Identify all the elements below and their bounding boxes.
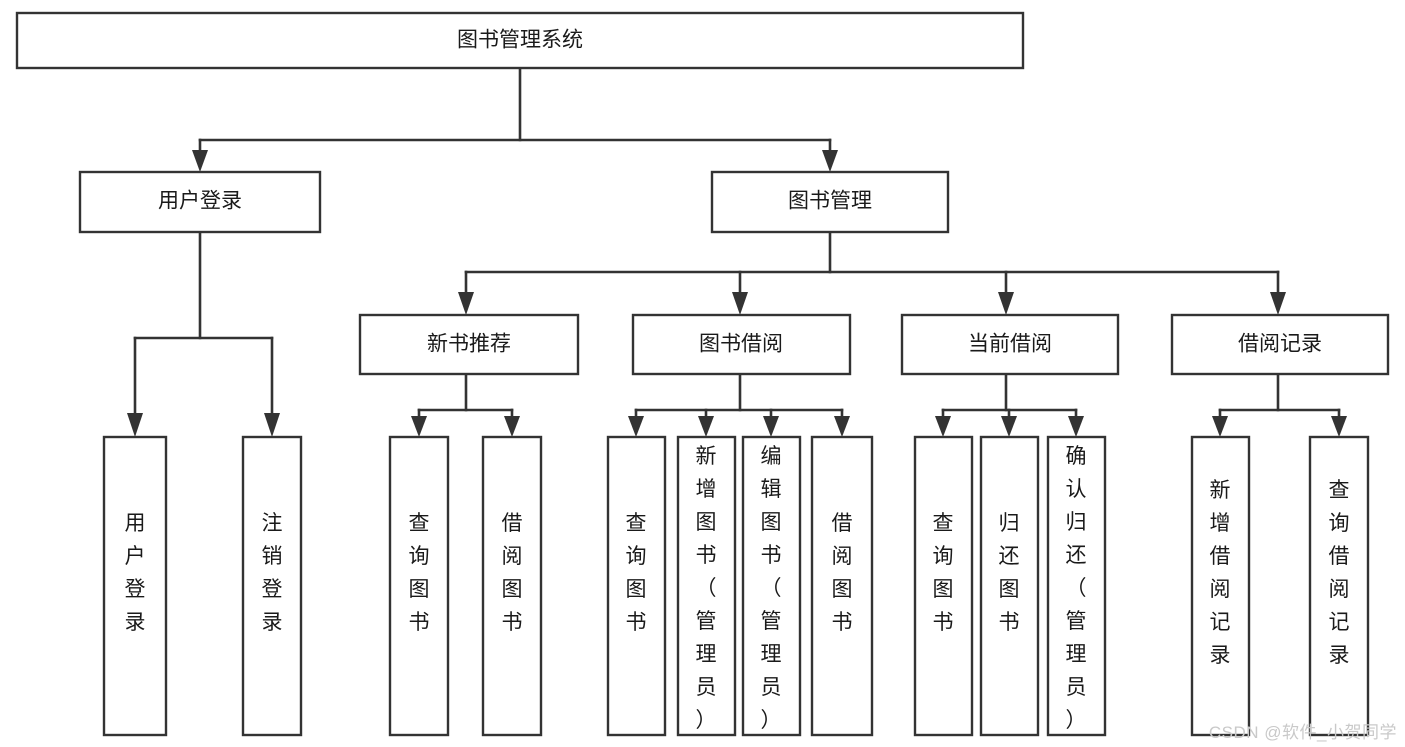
arrow-head-leaf-borrow-book [834,416,850,437]
node-leaf-query-record-label: 查询借阅记录 [1329,479,1350,667]
node-leaf-user-login-box[interactable] [102,435,168,737]
arrow-head-book-borrow [732,292,748,315]
arrow-head-user-login [192,150,208,172]
node-leaf-logout-label: 注销登录 [262,512,283,634]
node-leaf-edit-book-box[interactable] [741,435,802,737]
arrow-head-current-borrow [998,292,1014,315]
node-leaf-borrow-book-box[interactable] [810,435,874,737]
node-user-login[interactable]: 用户登录 [78,170,322,234]
csdn-watermark: CSDN @软件_小贺同学 [1208,723,1397,742]
node-leaf-confirm-return-box[interactable] [1046,435,1107,737]
arrow-head-leaf-edit-book [763,416,779,437]
node-new-book-rec[interactable]: 新书推荐 [358,313,580,376]
arrow-head-leaf-query-book-borrow [628,416,644,437]
node-book-borrow[interactable]: 图书借阅 [631,313,852,376]
node-leaf-query-book-cur[interactable]: 查询图书 [913,435,974,737]
node-leaf-add-book[interactable]: 新增图书（管理员） [676,435,737,737]
node-current-borrow[interactable]: 当前借阅 [900,313,1120,376]
node-leaf-query-book-cur-box[interactable] [913,435,974,737]
node-new-book-rec-box[interactable] [358,313,580,376]
node-leaf-return-book[interactable]: 归还图书 [979,435,1040,737]
arrow-head-leaf-confirm-return [1068,416,1084,437]
connector-layer [127,66,1347,437]
arrow-head-leaf-user-login [127,413,143,437]
arrow-head-leaf-query-record [1331,416,1347,437]
node-leaf-query-book-rec-label: 查询图书 [409,512,430,634]
node-borrow-record[interactable]: 借阅记录 [1170,313,1390,376]
node-leaf-add-record-label: 新增借阅记录 [1210,479,1231,667]
node-leaf-query-book-rec[interactable]: 查询图书 [388,435,450,737]
arrow-head-borrow-record [1270,292,1286,315]
arrow-head-leaf-borrow-book-rec [504,416,520,437]
node-book-manage-label: 图书管理 [788,190,872,213]
node-leaf-add-book-label: 新增图书（管理员） [696,445,717,732]
node-leaf-add-book-box[interactable] [676,435,737,737]
node-leaf-borrow-book-label: 借阅图书 [832,512,853,634]
arrow-head-leaf-return-book [1001,416,1017,437]
node-leaf-return-book-label: 归还图书 [999,512,1020,634]
node-leaf-query-record-box[interactable] [1308,435,1370,737]
node-leaf-borrow-book-rec-box[interactable] [481,435,543,737]
node-leaf-add-record-box[interactable] [1190,435,1251,737]
node-borrow-record-label: 借阅记录 [1238,333,1322,356]
arrow-head-leaf-logout [264,413,280,437]
arrow-head-new-book-rec [458,292,474,315]
node-new-book-rec-label: 新书推荐 [427,333,511,356]
node-leaf-user-login[interactable]: 用户登录 [102,435,168,737]
node-leaf-add-record[interactable]: 新增借阅记录 [1190,435,1251,737]
node-borrow-record-box[interactable] [1170,313,1390,376]
node-leaf-query-book-borrow[interactable]: 查询图书 [606,435,667,737]
arrow-head-leaf-add-book [698,416,714,437]
node-leaf-logout[interactable]: 注销登录 [241,435,303,737]
node-leaf-logout-box[interactable] [241,435,303,737]
node-book-manage-box[interactable] [710,170,950,234]
node-book-borrow-box[interactable] [631,313,852,376]
node-leaf-query-book-borrow-label: 查询图书 [626,512,647,634]
node-root[interactable]: 图书管理系统 [15,11,1025,70]
node-leaf-confirm-return-label: 确认归还（管理员） [1066,445,1087,732]
node-root-box[interactable] [15,11,1025,70]
node-leaf-query-record[interactable]: 查询借阅记录 [1308,435,1370,737]
node-user-login-box[interactable] [78,170,322,234]
node-leaf-confirm-return[interactable]: 确认归还（管理员） [1046,435,1107,737]
node-leaf-query-book-rec-box[interactable] [388,435,450,737]
node-leaf-query-book-cur-label: 查询图书 [933,512,954,634]
node-leaf-edit-book-label: 编辑图书（管理员） [761,445,782,732]
arrow-head-leaf-add-record [1212,416,1228,437]
node-book-manage[interactable]: 图书管理 [710,170,950,234]
node-book-borrow-label: 图书借阅 [699,333,783,356]
node-leaf-borrow-book-rec-label: 借阅图书 [502,512,523,634]
arrow-head-book-manage [822,150,838,172]
node-root-label: 图书管理系统 [457,29,583,52]
node-leaf-borrow-book[interactable]: 借阅图书 [810,435,874,737]
node-leaf-edit-book[interactable]: 编辑图书（管理员） [741,435,802,737]
arrow-head-leaf-query-book-rec [411,416,427,437]
node-leaf-borrow-book-rec[interactable]: 借阅图书 [481,435,543,737]
node-current-borrow-box[interactable] [900,313,1120,376]
node-leaf-query-book-borrow-box[interactable] [606,435,667,737]
node-user-login-label: 用户登录 [158,190,242,213]
node-leaf-return-book-box[interactable] [979,435,1040,737]
node-current-borrow-label: 当前借阅 [968,333,1052,356]
node-leaf-user-login-label: 用户登录 [125,512,146,634]
arrow-head-leaf-query-book-cur [935,416,951,437]
